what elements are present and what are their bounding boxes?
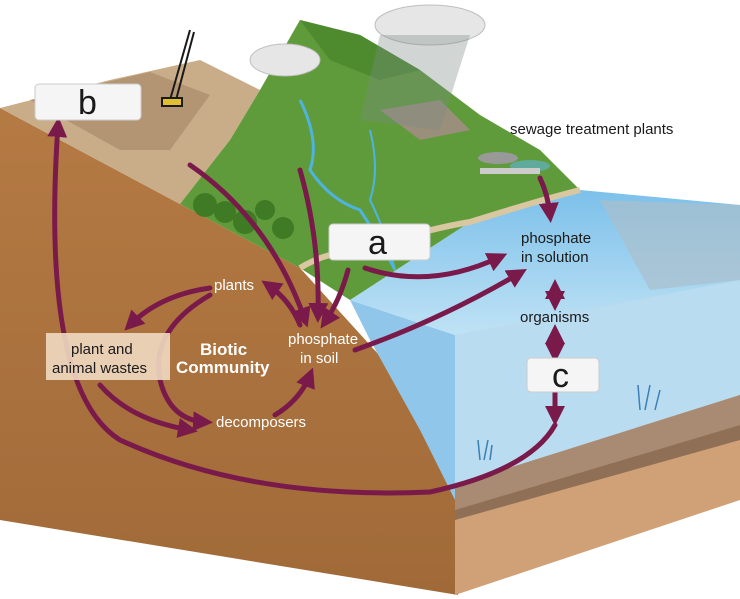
rain	[360, 35, 470, 130]
clouds	[249, 4, 486, 77]
arrow-hill-to-soil-1	[187, 162, 311, 328]
crane	[161, 29, 195, 107]
sewage-label: sewage treatment plants	[510, 121, 673, 138]
phosphate-solution-label-2: in solution	[521, 249, 589, 266]
arrow-hill-to-soil-2	[297, 167, 329, 323]
sediment-layer	[455, 395, 740, 510]
arrow-sewage-to-solution	[537, 175, 559, 223]
arrow-sediment-to-b	[47, 117, 558, 496]
phosphate-solution-label: phosphate	[521, 230, 591, 247]
wastes-label: plant and	[71, 341, 133, 358]
arrow-soil-to-plants	[261, 280, 303, 328]
trees	[193, 193, 294, 239]
plants-label: plants	[214, 277, 254, 294]
cycle-arrows	[47, 117, 565, 496]
svg-text:b: b	[78, 84, 97, 122]
wastes-label-2: animal wastes	[52, 360, 147, 377]
biotic-community-label-2: Community	[176, 358, 270, 377]
arrow-a-to-solution	[362, 253, 508, 280]
svg-text:c: c	[552, 357, 569, 395]
aquatic-plants	[477, 384, 661, 461]
decomposers-label: decomposers	[216, 414, 306, 431]
svg-text:a: a	[368, 224, 387, 262]
arrow-plants-to-wastes	[124, 285, 213, 331]
water-front-face	[350, 300, 455, 500]
arrow-decomposers-to-soil	[272, 367, 315, 418]
box-c: c	[526, 357, 600, 395]
arrow-wastes-to-decomposers	[97, 382, 198, 438]
phosphate-soil-label-2: in soil	[300, 350, 338, 367]
phosphate-soil-label: phosphate	[288, 331, 358, 348]
biotic-community-label: Biotic	[200, 340, 247, 359]
box-a: a	[328, 223, 431, 262]
soil-front-face	[0, 108, 458, 595]
arrow-soil-to-solution	[352, 268, 527, 353]
arrow-hill-to-soil-3	[320, 267, 351, 329]
sewage-plant	[478, 152, 550, 174]
wastes-label-bg	[46, 333, 170, 380]
box-b: b	[34, 83, 142, 122]
organisms-label: organisms	[520, 309, 589, 326]
